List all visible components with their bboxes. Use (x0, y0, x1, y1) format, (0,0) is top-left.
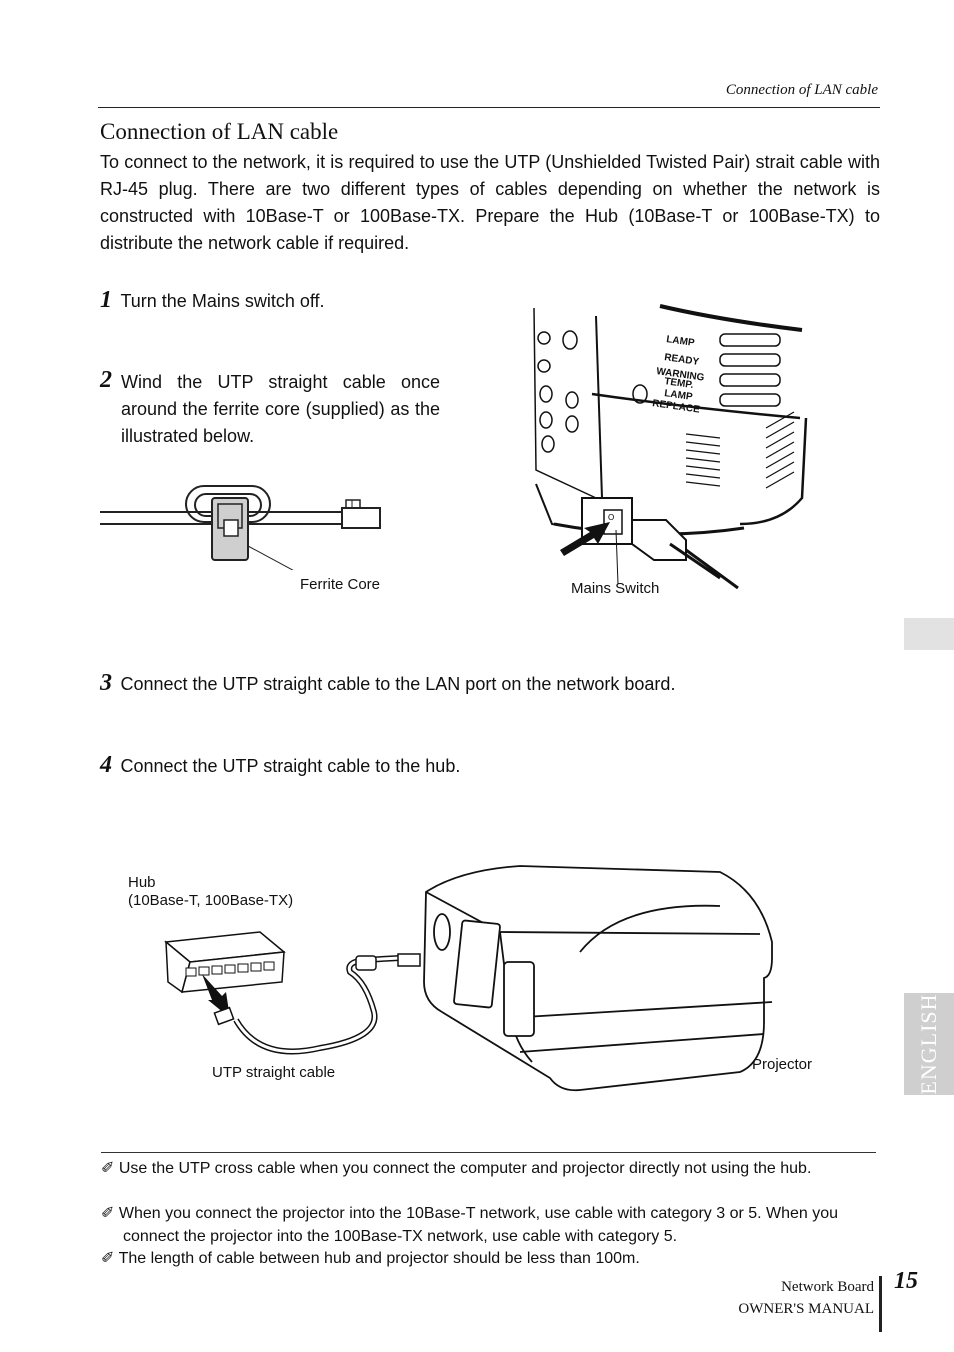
projector-caption: Projector (752, 1056, 813, 1073)
mains-switch (603, 509, 623, 535)
language-tab-label: ENGLISH (916, 993, 941, 1095)
step-4-number: 4 (100, 752, 112, 778)
mains-switch-caption: Mains Switch (571, 580, 660, 597)
panel-button-7 (565, 415, 579, 433)
intro-paragraph: To connect to the network, it is require… (100, 152, 880, 253)
step-3-number: 3 (100, 670, 112, 696)
footer-line-1: Network Board (781, 1279, 874, 1295)
language-tab: ENGLISH (904, 993, 954, 1095)
utp-cable-caption: UTP straight cable (212, 1064, 336, 1081)
notes-rule (101, 1152, 876, 1153)
mains-switch-illustration: LAMP READY WARNING TEMP. LAMP REPLACE O (533, 304, 808, 590)
step-3-text: Connect the UTP straight cable to the LA… (120, 674, 676, 694)
page-number-bar (879, 1276, 882, 1332)
running-header-title: Connection of LAN cable (725, 82, 878, 98)
footer-title: Network Board OWNER'S MANUAL (738, 1276, 874, 1320)
indicator-label-lamp-2: LAMP (664, 388, 694, 403)
panel-button-9 (632, 384, 648, 404)
step-2-number: 2 (100, 367, 112, 393)
indicator-label-ready: READY (664, 352, 701, 368)
step-1: 1 Turn the Mains switch off. (100, 287, 460, 315)
page-number: 15 (894, 1268, 918, 1294)
panel-button-4 (539, 385, 553, 403)
ferrite-core-illustration (100, 485, 381, 570)
step-2-text: Wind the UTP straight cable once around … (121, 372, 440, 446)
panel-button-2 (562, 330, 578, 350)
footer-line-2: OWNER'S MANUAL (738, 1301, 874, 1317)
panel-button-1 (537, 331, 551, 345)
svg-text:O: O (608, 513, 614, 522)
step-1-number: 1 (100, 287, 112, 313)
hub-device (164, 931, 286, 994)
hub-projector-illustration (164, 865, 773, 1092)
indicator-label-lamp: LAMP (666, 334, 696, 349)
step-2: 2 Wind the UTP straight cable once aroun… (100, 367, 440, 450)
step-3: 3 Connect the UTP straight cable to the … (100, 670, 860, 698)
step-4: 4 Connect the UTP straight cable to the … (100, 752, 860, 780)
step-1-text: Turn the Mains switch off. (120, 291, 325, 311)
note-3: ✐ The length of cable between hub and pr… (101, 1250, 640, 1267)
section-title: Connection of LAN cable (100, 119, 339, 144)
chapter-tab (904, 618, 954, 650)
note-2: ✐ When you connect the projector into th… (101, 1205, 839, 1245)
panel-button-5 (565, 391, 579, 409)
projector-device (423, 865, 773, 1092)
header-rule (98, 107, 880, 108)
indicator-label-temp: TEMP. (664, 376, 695, 391)
panel-button-8 (541, 435, 555, 453)
hub-sub-caption: (10Base-T, 100Base-TX) (128, 892, 294, 909)
note-1: ✐ Use the UTP cross cable when you conne… (101, 1160, 812, 1177)
hub-caption: Hub (128, 874, 156, 891)
panel-button-6 (539, 411, 553, 429)
step-4-text: Connect the UTP straight cable to the hu… (120, 756, 461, 776)
panel-button-3 (537, 359, 551, 373)
ferrite-core-caption: Ferrite Core (300, 576, 381, 593)
